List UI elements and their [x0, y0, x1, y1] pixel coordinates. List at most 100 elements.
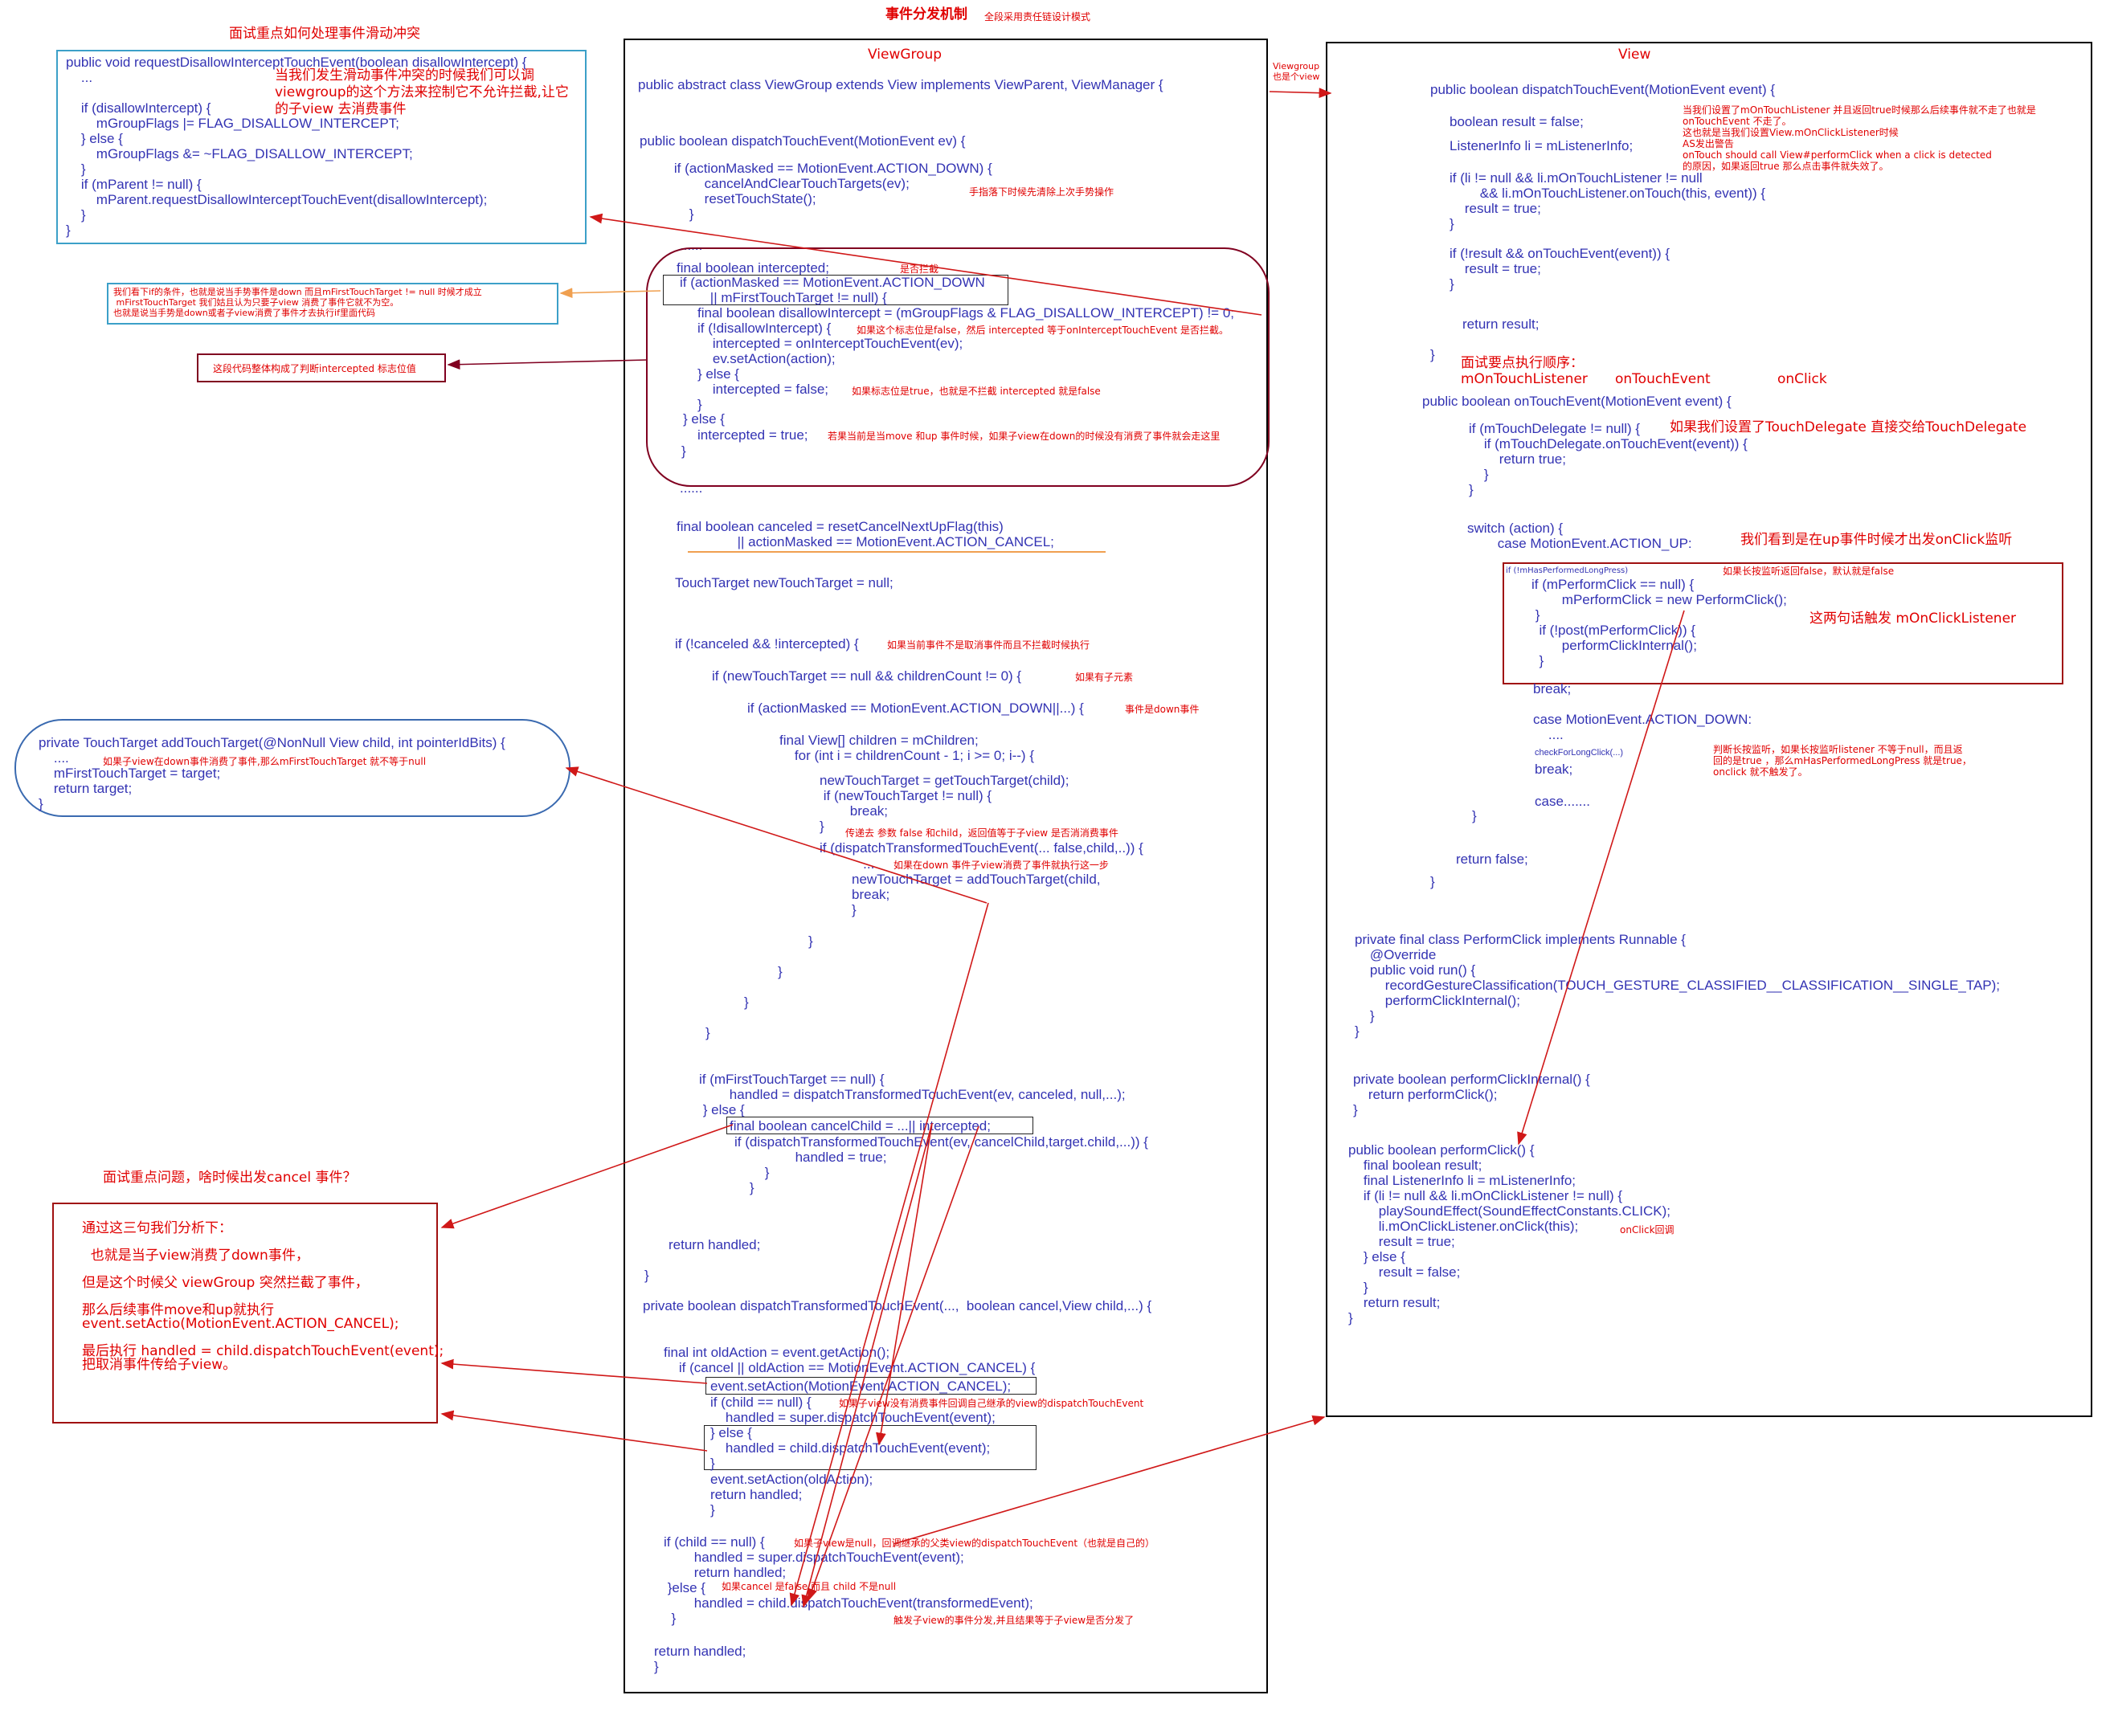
return-end: return handled; } — [654, 1644, 746, 1674]
arrow-perform-to-click — [1517, 610, 1685, 1146]
if-not-canceled-note: 如果当前事件不是取消事件而且不拦截时候执行 — [887, 639, 1090, 651]
analysis-line: 最后执行 handled = child.dispatchTouchEvent(… — [82, 1343, 444, 1359]
view-dispatch-sig: public boolean dispatchTouchEvent(Motion… — [1430, 82, 1776, 97]
order-item-2: onTouchEvent — [1615, 371, 1711, 387]
child-null-2: if (child == null) { handled = super.dis… — [664, 1534, 1033, 1626]
order-item-1: mOnTouchListener — [1461, 371, 1588, 387]
viewgroup-class-decl: public abstract class ViewGroup extends … — [638, 77, 1163, 92]
long-press-note: 如果长按监听返回false，默认就是false — [1723, 566, 1895, 577]
intercept-else: } else { — [683, 411, 725, 427]
arrow-to-cancel-box-1 — [440, 1124, 734, 1229]
analysis-line: 但是这个时候父 viewGroup 突然拦截了事件， — [82, 1275, 369, 1291]
else-child-highlight — [704, 1425, 1037, 1470]
down-block: if (actionMasked == MotionEvent.ACTION_D… — [673, 161, 992, 222]
ellipsis2: ...... — [680, 480, 703, 496]
dispatch-if-note: 如果在down 事件子view消费了事件就执行这一步 — [893, 860, 1109, 871]
if-not-canceled: if (!canceled && !intercepted) { — [675, 636, 859, 652]
arrow-dispatch-to-view — [893, 1415, 1326, 1545]
child-null-1: if (child == null) { handled = super.dis… — [710, 1395, 996, 1425]
canceled-decl: final boolean canceled = resetCancelNext… — [677, 519, 1054, 549]
order-item-3: onClick — [1777, 371, 1827, 387]
old-action: final int oldAction = event.getAction();… — [664, 1345, 1036, 1375]
switch-note: 我们看到是在up事件时候才出发onClick监听 — [1740, 532, 2013, 548]
code-line: } — [39, 796, 43, 811]
perform-click-class: private final class PerformClick impleme… — [1355, 932, 2001, 1039]
code-line: if (mParent != null) { — [66, 177, 202, 192]
dispatch-close: } — [1430, 347, 1435, 362]
listener-note: 当我们设置了mOnTouchListener 并且返回true时候那么后续事件就… — [1683, 104, 2036, 172]
return-handled: return handled; — [669, 1237, 761, 1252]
child-null-2-note: 如果子view是null，回调继承的父类view的dispatchTouchEv… — [794, 1538, 1155, 1549]
viewgroup-is-view-note: Viewgroup 也是个view — [1273, 61, 1320, 82]
code-line: mGroupFlags &= ~FLAG_DISALLOW_INTERCEPT; — [66, 146, 413, 161]
code-line: } — [66, 223, 71, 238]
children-loop: final View[] children = mChildren; for (… — [779, 733, 1034, 763]
perform-click-outline — [1503, 562, 2063, 684]
delegate-block: if (mTouchDelegate != null) { if (mTouch… — [1469, 421, 1748, 497]
cancel-child-highlight — [726, 1117, 1033, 1134]
perform-note: 这两句话触发 mOnClickListener — [1809, 611, 2017, 627]
code-line: mFirstTouchTarget = target; — [39, 766, 221, 781]
loop-body: newTouchTarget = getTouchTarget(child); … — [820, 773, 1069, 834]
new-touch-target: TouchTarget newTouchTarget = null; — [675, 575, 893, 590]
brace-2: } — [778, 964, 783, 979]
add-touch-target-code: private TouchTarget addTouchTarget(@NonN… — [39, 735, 505, 811]
code-line: mParent.requestDisallowInterceptTouchEve… — [66, 192, 488, 207]
brace-1: } — [808, 933, 813, 949]
if-children: if (newTouchTarget == null && childrenCo… — [712, 668, 1022, 684]
code-line: .... — [39, 750, 69, 766]
switch-close: } — [1472, 808, 1477, 823]
canceled-underline — [688, 551, 1106, 553]
code-line: mGroupFlags |= FLAG_DISALLOW_INTERCEPT; — [66, 116, 399, 131]
trigger-note: 触发子view的事件分发,并且结果等于子view是否分发了 — [893, 1615, 1135, 1626]
set-cancel: event.setAction(MotionEvent.ACTION_CANCE… — [710, 1379, 1012, 1394]
analysis-line: 也就是当子view消费了down事件， — [82, 1248, 309, 1264]
request-disallow-box: public void requestDisallowInterceptTouc… — [56, 50, 587, 244]
code-line: public void requestDisallowInterceptTouc… — [66, 55, 527, 70]
arrow-to-cancel-box-2 — [440, 1358, 708, 1384]
delegate-note: 如果我们设置了TouchDelegate 直接交给TouchDelegate — [1670, 419, 2027, 435]
cancel-question-heading: 面试重点问题，啥时候出发cancel 事件？ — [103, 1170, 357, 1186]
check-long-click: checkForLongClick(...) — [1535, 748, 1624, 758]
code-line: ... — [66, 70, 93, 85]
intercept-if-highlight — [663, 275, 1008, 305]
code-line: } — [66, 207, 86, 223]
request-disallow-note: 当我们发生滑动事件冲突的时候我们可以调 viewgroup的这个方法来控制它不允… — [275, 67, 569, 117]
disallow-note: 如果这个标志位是false，然后 intercepted 等于onInterce… — [857, 325, 1229, 336]
if-children-note: 如果有子元素 — [1075, 672, 1134, 683]
viewgroup-title: ViewGroup — [868, 47, 943, 63]
cancel-false-note: 如果cancel 是false 而且 child 不是null — [722, 1581, 897, 1592]
after-perform: break; case MotionEvent.ACTION_DOWN: ...… — [1533, 681, 1752, 742]
arrow-dispatch-down-2 — [801, 1122, 933, 1608]
arrow-to-condition-note — [559, 288, 661, 299]
brace-3: } — [744, 995, 749, 1010]
touch-if: if (li != null && li.mOnTouchListener !=… — [1450, 170, 1766, 231]
arrow-viewgroup-to-view — [1269, 88, 1332, 99]
first-null-block: if (mFirstTouchTarget == null) { handled… — [699, 1072, 1126, 1117]
analysis-line: 那么后续事件move和up就执行 — [82, 1302, 275, 1318]
intercepted-true-note: 若果当前是当move 和up 事件时候，如果子view在down的时候没有消费了… — [828, 431, 1221, 442]
false-note: 如果标志位是true，也就是不拦截 intercepted 就是false — [852, 386, 1101, 397]
intercepted-decl: final boolean intercepted; — [677, 260, 829, 276]
view-code-panel: View public boolean dispatchTouchEvent(M… — [1326, 42, 2092, 1417]
analysis-line: 通过这三句我们分析下： — [82, 1220, 232, 1236]
cancel-child: final boolean cancelChild = ...|| interc… — [730, 1118, 991, 1134]
perform-click-internal: private boolean performClickInternal() {… — [1353, 1072, 1590, 1117]
condition-note: 我们看下if的条件，也就是说当手势事件是down 而且mFirstTouchTa… — [113, 287, 482, 318]
code-line: } — [66, 161, 86, 177]
arrow-dispatch-down-1 — [789, 902, 989, 1607]
request-disallow-code: public void requestDisallowInterceptTouc… — [66, 55, 527, 238]
condition-note-box: 我们看下if的条件，也就是说当手势事件是down 而且mFirstTouchTa… — [107, 283, 558, 325]
on-touch-sig: public boolean onTouchEvent(MotionEvent … — [1422, 394, 1732, 409]
transformed-sig: private boolean dispatchTransformedTouch… — [643, 1298, 1152, 1313]
child-null-1-note: 如果子view没有消费事件回调自己继承的view的dispatchTouchEv… — [839, 1398, 1144, 1409]
if-action-down-note: 事件是down事件 — [1125, 704, 1200, 715]
intercept-close: } — [681, 443, 686, 459]
dispatch-if: if (dispatchTransformedTouchEvent(... fa… — [820, 840, 1143, 856]
long-click-note: 判断长按监听，如果长按监听listener 不等于null，而且返 回的是tru… — [1713, 744, 1972, 778]
arrow-to-intercept-flag-note — [447, 359, 648, 370]
onclick-note: onClick回调 — [1620, 1224, 1675, 1236]
long-press-comment: if (!mHasPerformedLongPress) — [1506, 566, 1629, 575]
down-note: 手指落下时候先清除上次手势操作 — [969, 186, 1114, 198]
